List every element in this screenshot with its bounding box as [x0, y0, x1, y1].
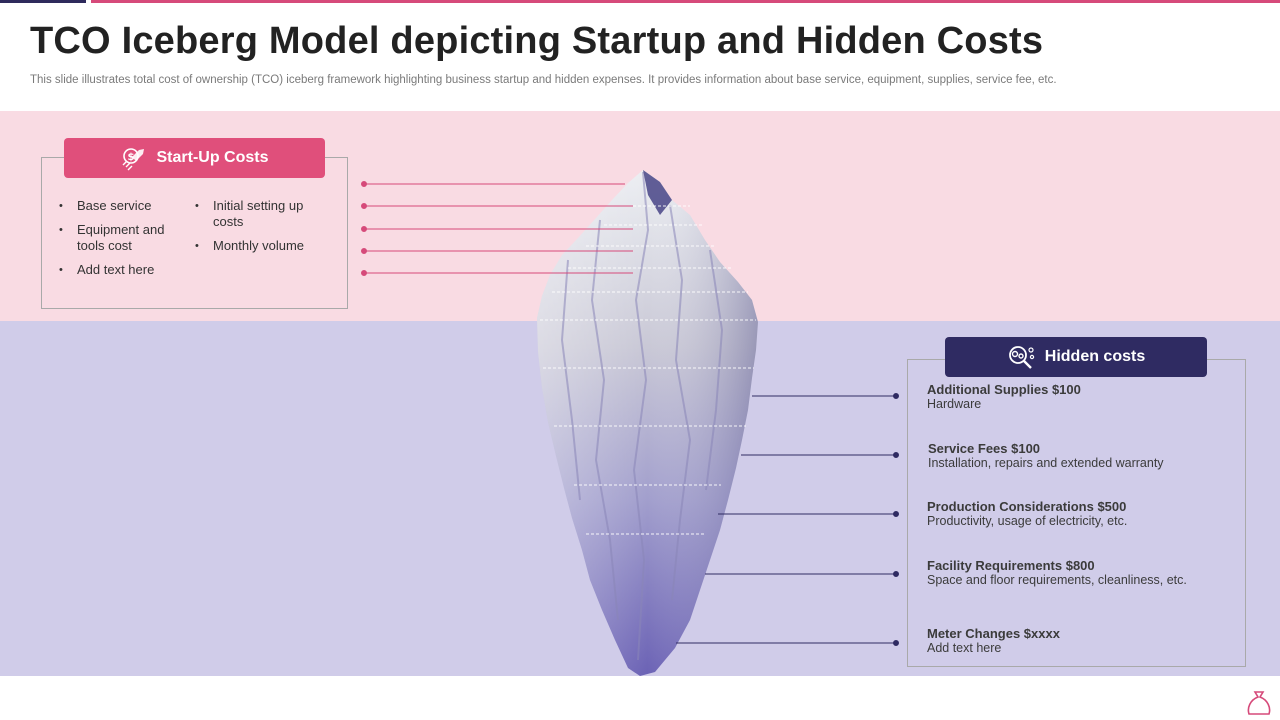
startup-list-left: Base service Equipment and tools cost Ad… [59, 198, 179, 286]
rocket-dollar-icon: $ [120, 145, 146, 171]
hidden-cost-desc: Space and floor requirements, cleanlines… [927, 573, 1227, 588]
hidden-cost-desc: Add text here [927, 641, 1227, 656]
startup-costs-header: $ Start-Up Costs [64, 138, 325, 178]
hidden-cost-title: Service Fees $100 [928, 441, 1228, 456]
list-item: Initial setting up costs [195, 198, 325, 230]
hidden-costs-title: Hidden costs [1045, 348, 1145, 366]
hidden-cost-item: Service Fees $100 Installation, repairs … [928, 441, 1228, 471]
hidden-cost-title: Facility Requirements $800 [927, 558, 1227, 573]
hidden-cost-item: Meter Changes $xxxx Add text here [927, 626, 1227, 656]
list-item: Equipment and tools cost [59, 222, 179, 254]
list-item: Monthly volume [195, 238, 325, 254]
brand-logo-icon [1244, 688, 1274, 718]
hidden-cost-title: Additional Supplies $100 [927, 382, 1227, 397]
hidden-costs-header: Hidden costs [945, 337, 1207, 377]
hidden-cost-item: Production Considerations $500 Productiv… [927, 499, 1227, 529]
hidden-cost-desc: Installation, repairs and extended warra… [928, 456, 1228, 471]
startup-list-right: Initial setting up costs Monthly volume [195, 198, 325, 262]
hidden-cost-title: Production Considerations $500 [927, 499, 1227, 514]
startup-costs-title: Start-Up Costs [156, 149, 268, 167]
hidden-cost-desc: Hardware [927, 397, 1227, 412]
magnifier-gears-icon [1007, 344, 1035, 370]
hidden-cost-desc: Productivity, usage of electricity, etc. [927, 514, 1227, 529]
list-item: Add text here [59, 262, 179, 278]
hidden-cost-item: Additional Supplies $100 Hardware [927, 382, 1227, 412]
list-item: Base service [59, 198, 179, 214]
hidden-cost-title: Meter Changes $xxxx [927, 626, 1227, 641]
hidden-cost-item: Facility Requirements $800 Space and flo… [927, 558, 1227, 588]
